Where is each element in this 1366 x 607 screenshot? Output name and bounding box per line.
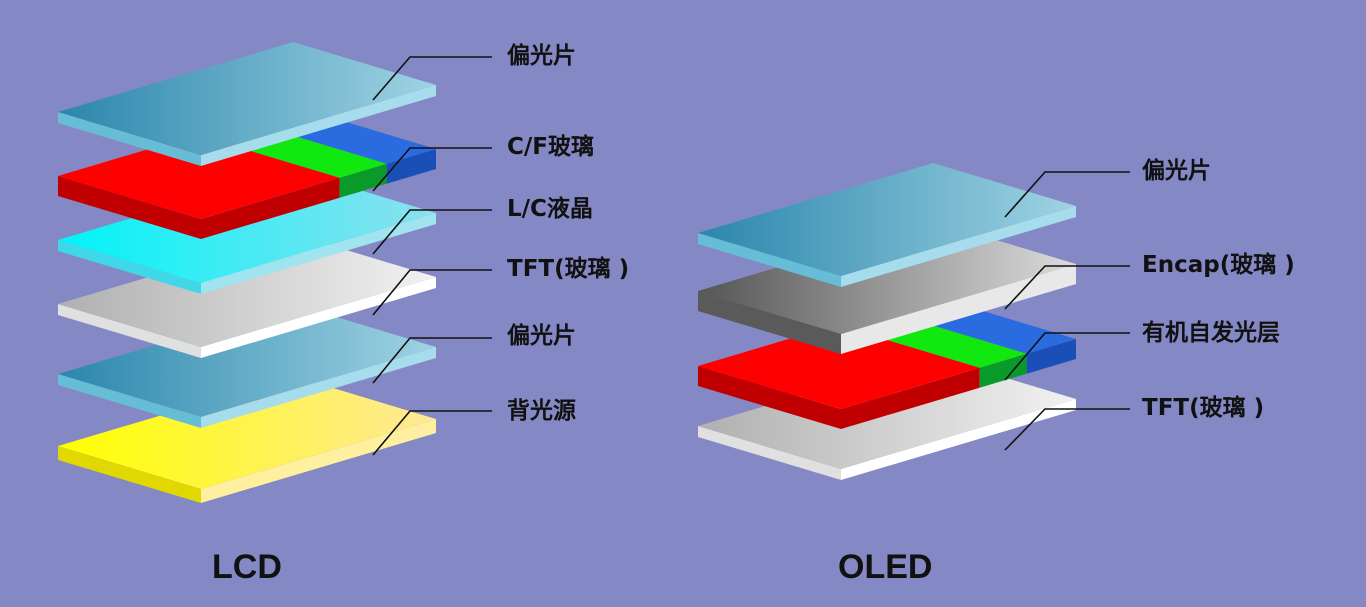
lcd-layer-4-side-edge (201, 347, 436, 428)
lcd-layer-3-front-edge (58, 304, 201, 358)
lcd-layer-2-front-edge (58, 240, 201, 294)
lcd-layer-3-top (58, 234, 436, 347)
lcd-layer-0-top (58, 42, 436, 155)
lcd-layer-2 (58, 170, 436, 294)
oled-layer-1-front-edge (698, 291, 841, 354)
lcd-layer-3-side-edge (201, 277, 436, 358)
oled-label-tft-glass: TFT(玻璃 ) (1142, 395, 1265, 421)
lcd-layer-5-side-edge (201, 419, 436, 503)
lcd-layer-5 (58, 376, 436, 503)
lcd-layer-1-green-side-edge (339, 163, 387, 198)
oled-layer-3-front-edge (698, 426, 841, 480)
leader-line-9 (1004, 408, 1130, 451)
oled-layer-0-front-edge (698, 233, 841, 287)
oled-layer-0-side-edge (841, 206, 1076, 287)
lcd-layer-4-front-edge (58, 374, 201, 428)
lcd-label-polarizer-bottom: 偏光片 (507, 323, 576, 349)
leader-line-4 (372, 337, 492, 384)
oled-stack (698, 163, 1076, 480)
lcd-layer-4-top (58, 304, 436, 417)
lcd-layer-1-red-side-edge (201, 177, 340, 239)
leader-line-5 (372, 410, 492, 456)
leader-line-7 (1004, 265, 1130, 310)
oled-layer-0-top (698, 163, 1076, 276)
lcd-layer-0-side-edge (201, 85, 436, 166)
oled-layer-2-green-side-edge (979, 353, 1027, 388)
lcd-title: LCD (212, 548, 282, 586)
lcd-layer-0 (58, 42, 436, 166)
oled-layer-1-side-edge (841, 264, 1076, 354)
lcd-layer-0-front-edge (58, 112, 201, 166)
lcd-layer-4 (58, 304, 436, 428)
oled-layer-1-top (698, 221, 1076, 334)
leader-line-1 (372, 147, 492, 192)
oled-layer-3-side-edge (841, 399, 1076, 480)
leader-line-3 (372, 269, 492, 316)
lcd-layer-1-red-stripe (58, 134, 340, 219)
lcd-label-polarizer-top: 偏光片 (507, 43, 576, 69)
leader-line-8 (1004, 332, 1130, 381)
oled-label-polarizer: 偏光片 (1142, 158, 1211, 184)
lcd-label-cf-glass: C/F玻璃 (507, 134, 594, 160)
lcd-label-tft-glass: TFT(玻璃 ) (507, 256, 630, 282)
oled-layer-2-red-stripe (698, 324, 980, 409)
leader-line-6 (1004, 171, 1130, 218)
oled-layer-2-red-front-edge (698, 366, 841, 429)
lcd-layer-2-top (58, 170, 436, 283)
lcd-label-backlight: 背光源 (507, 398, 576, 424)
oled-label-organic-emissive: 有机自发光层 (1142, 320, 1280, 346)
lcd-stack (58, 42, 436, 503)
lcd-layer-1-blue-side-edge (386, 149, 436, 184)
oled-layer-2-blue-side-edge (1026, 339, 1076, 374)
lcd-layer-2-side-edge (201, 213, 436, 294)
lcd-layer-3 (58, 234, 436, 358)
lcd-layer-5-top (58, 376, 436, 489)
oled-layer-2-red-side-edge (841, 367, 980, 429)
lcd-layer-1-red-front-edge (58, 176, 201, 239)
leader-line-0 (372, 56, 492, 101)
lcd-label-liquid-crystal: L/C液晶 (507, 196, 593, 222)
oled-layer-1 (698, 221, 1076, 354)
lcd-layer-5-front-edge (58, 446, 201, 503)
oled-title: OLED (838, 548, 933, 586)
oled-layer-0 (698, 163, 1076, 287)
leader-line-2 (372, 209, 492, 255)
oled-label-encap-glass: Encap(玻璃 ) (1142, 252, 1295, 278)
leader-lines (372, 56, 1130, 456)
